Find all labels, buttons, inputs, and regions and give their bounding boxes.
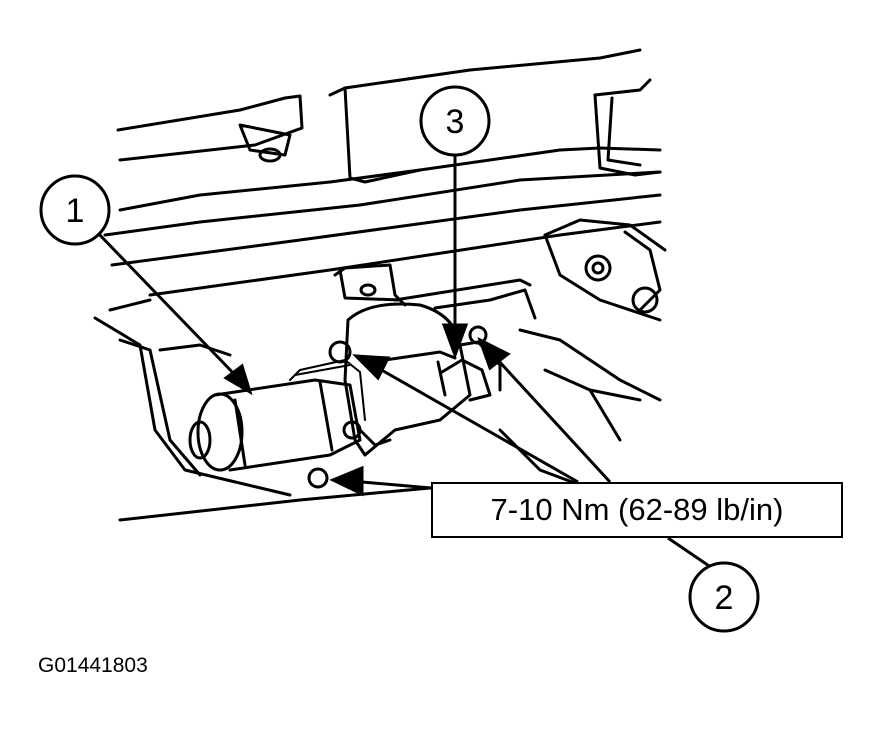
mounting-bracket [333, 263, 532, 307]
callout-number-2: 2 [715, 579, 734, 617]
wiper-motor [188, 378, 362, 472]
leader-line-torque-b [494, 356, 612, 484]
callout-number-3: 3 [446, 103, 465, 141]
lower-mounting-bolt [307, 467, 329, 489]
leader-line-1 [93, 228, 240, 380]
arrowhead-torque-a [352, 354, 391, 381]
torque-spec-label: 7-10 Nm (62-89 lb/in) [490, 492, 784, 527]
leader-line-torque-c [361, 480, 432, 490]
leader-line-torque-a [377, 366, 579, 484]
arrowhead-torque-c [329, 465, 364, 497]
callout-leaders [93, 150, 719, 574]
arrowhead-torque-b [477, 336, 511, 371]
callout-circle-2: 2 [688, 561, 760, 633]
callout-circle-3: 3 [419, 85, 491, 157]
callout-number-1: 1 [66, 192, 85, 230]
figure-id: G01441803 [38, 654, 148, 677]
arrowhead-3 [441, 323, 469, 360]
torque-spec-box: 7-10 Nm (62-89 lb/in) [431, 482, 843, 538]
arrowhead-1 [223, 363, 253, 396]
upper-body-panel [103, 48, 662, 312]
pivot-assembly [543, 218, 667, 322]
wiring-harness [289, 359, 366, 421]
callout-circle-1: 1 [39, 174, 111, 246]
